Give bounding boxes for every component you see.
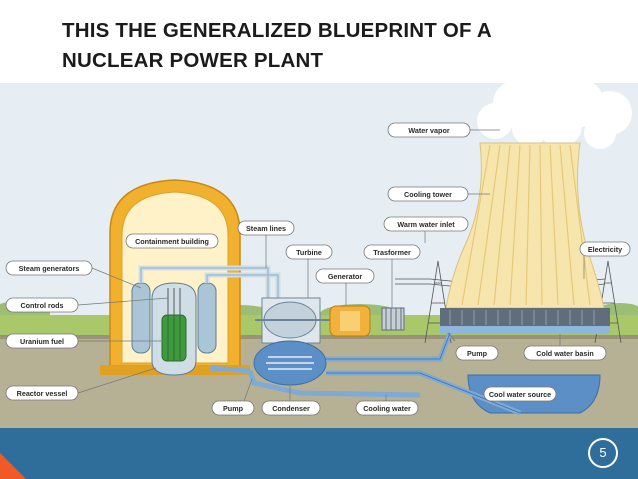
generator xyxy=(329,305,371,337)
label-transformer-text: Trasformer xyxy=(373,248,411,257)
label-steam-lines-text: Steam lines xyxy=(246,224,286,233)
corner-accent xyxy=(0,453,26,479)
label-steam-generators-text: Steam generators xyxy=(19,264,80,273)
title-line-1: THIS THE GENERALIZED BLUEPRINT OF A xyxy=(62,19,492,42)
label-cooling-water: Cooling water xyxy=(355,395,419,416)
label-cold-water-basin: Cold water basin xyxy=(523,334,607,361)
label-condenser-text: Condenser xyxy=(272,404,310,413)
label-pump-right-text: Pump xyxy=(467,349,488,358)
label-generator: Generator xyxy=(315,268,375,306)
label-cool-water-source-text: Cool water source xyxy=(489,390,551,399)
label-electricity: Electricity xyxy=(579,241,631,279)
label-uranium-fuel: Uranium fuel xyxy=(5,333,164,349)
label-reactor-vessel-text: Reactor vessel xyxy=(17,389,68,398)
label-pump-right: Pump xyxy=(447,332,499,361)
label-cooling-tower: Cooling tower xyxy=(387,186,490,202)
label-pump-left: Pump xyxy=(211,378,255,416)
label-reactor-vessel: Reactor vessel xyxy=(5,367,157,401)
condenser xyxy=(253,340,327,386)
label-electricity-text: Electricity xyxy=(588,245,622,254)
label-steam-generators: Steam generators xyxy=(5,260,142,289)
nuclear-plant-diagram: Water vapor Cooling tower Warm water inl… xyxy=(0,83,638,453)
label-turbine: Turbine xyxy=(285,244,333,298)
turbine xyxy=(255,297,330,344)
label-condenser: Condenser xyxy=(261,385,321,416)
water-vapor-cloud xyxy=(477,83,632,149)
footer-band xyxy=(0,453,638,479)
label-cooling-water-text: Cooling water xyxy=(363,404,411,413)
label-control-rods-text: Control rods xyxy=(20,301,63,310)
label-generator-text: Generator xyxy=(328,272,363,281)
transformer xyxy=(381,307,405,331)
label-steam-lines: Steam lines xyxy=(237,220,295,268)
page-number: 5 xyxy=(588,438,618,468)
footer-band-top xyxy=(0,428,638,453)
title-line-2: NUCLEAR POWER PLANT xyxy=(62,49,324,72)
cooling-tower xyxy=(440,142,610,334)
callouts: Water vapor Cooling tower Warm water inl… xyxy=(5,122,631,416)
label-cold-water-basin-text: Cold water basin xyxy=(536,349,594,358)
label-water-vapor: Water vapor xyxy=(387,122,500,138)
label-cool-water-source: Cool water source xyxy=(483,386,557,402)
label-water-vapor-text: Water vapor xyxy=(408,126,449,135)
label-transformer: Trasformer xyxy=(363,244,421,308)
label-warm-water-inlet-text: Warm water inlet xyxy=(397,220,455,229)
label-uranium-fuel-text: Uranium fuel xyxy=(20,337,64,346)
label-pump-left-text: Pump xyxy=(223,404,244,413)
label-cooling-tower-text: Cooling tower xyxy=(404,190,452,199)
label-turbine-text: Turbine xyxy=(296,248,322,257)
label-containment-building-text: Containment building xyxy=(135,237,209,246)
label-control-rods: Control rods xyxy=(5,297,169,313)
label-containment-building: Containment building xyxy=(125,233,219,249)
label-warm-water-inlet: Warm water inlet xyxy=(383,216,469,243)
slide-title: THIS THE GENERALIZED BLUEPRINT OF A NUCL… xyxy=(62,16,582,76)
